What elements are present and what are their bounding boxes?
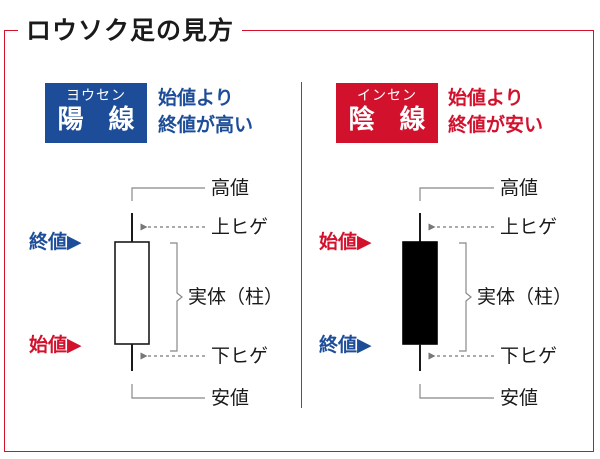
yang-body-label: 実体（柱） <box>188 286 284 308</box>
yin-upper-shadow-label: 上ヒゲ <box>500 216 558 238</box>
yang-lower-shadow-label: 下ヒゲ <box>211 345 269 367</box>
yin-high-connector <box>419 187 494 201</box>
yang-low-connector <box>131 384 205 399</box>
yin-open-marker: 始値▶ <box>319 231 372 253</box>
yin-body-bracket <box>459 242 472 352</box>
outer-frame <box>4 30 594 452</box>
yang-body-bracket <box>170 242 183 352</box>
yang-badge-reading: ヨウセン <box>66 88 126 104</box>
yin-description-line1: 始値より <box>448 87 524 109</box>
yang-high-connector <box>131 187 205 201</box>
yin-candle-body <box>402 241 438 345</box>
yang-candle-body <box>114 241 150 345</box>
yang-low-label: 安値 <box>211 387 250 409</box>
yin-lower-shadow-label: 下ヒゲ <box>500 345 558 367</box>
yin-badge-reading: インセン <box>357 88 417 104</box>
yang-badge-kanji: 陽 線 <box>57 105 143 135</box>
yang-close-marker: 終値▶ <box>29 231 82 253</box>
yin-low-label: 安値 <box>500 387 539 409</box>
yang-description-line2: 終値が高い <box>158 114 254 136</box>
yang-description: 始値より 終値が高い <box>158 85 253 139</box>
yang-high-label: 高値 <box>211 177 250 199</box>
yin-description-line2: 終値が安い <box>448 114 544 136</box>
yang-description-line1: 始値より <box>158 87 234 109</box>
yin-high-label: 高値 <box>500 177 539 199</box>
yin-close-marker: 終値▶ <box>319 334 372 356</box>
yin-badge: インセン 陰 線 <box>336 83 438 143</box>
yang-badge: ヨウセン 陽 線 <box>45 83 147 143</box>
yang-upper-shadow-label: 上ヒゲ <box>211 216 269 238</box>
center-divider <box>301 82 302 408</box>
page-title: ロウソク足の見方 <box>18 14 243 48</box>
yin-description: 始値より 終値が安い <box>448 85 543 139</box>
yang-open-marker: 始値▶ <box>29 334 82 356</box>
yin-body-label: 実体（柱） <box>477 286 573 308</box>
yin-low-connector <box>419 384 494 399</box>
yin-badge-kanji: 陰 線 <box>348 105 434 135</box>
